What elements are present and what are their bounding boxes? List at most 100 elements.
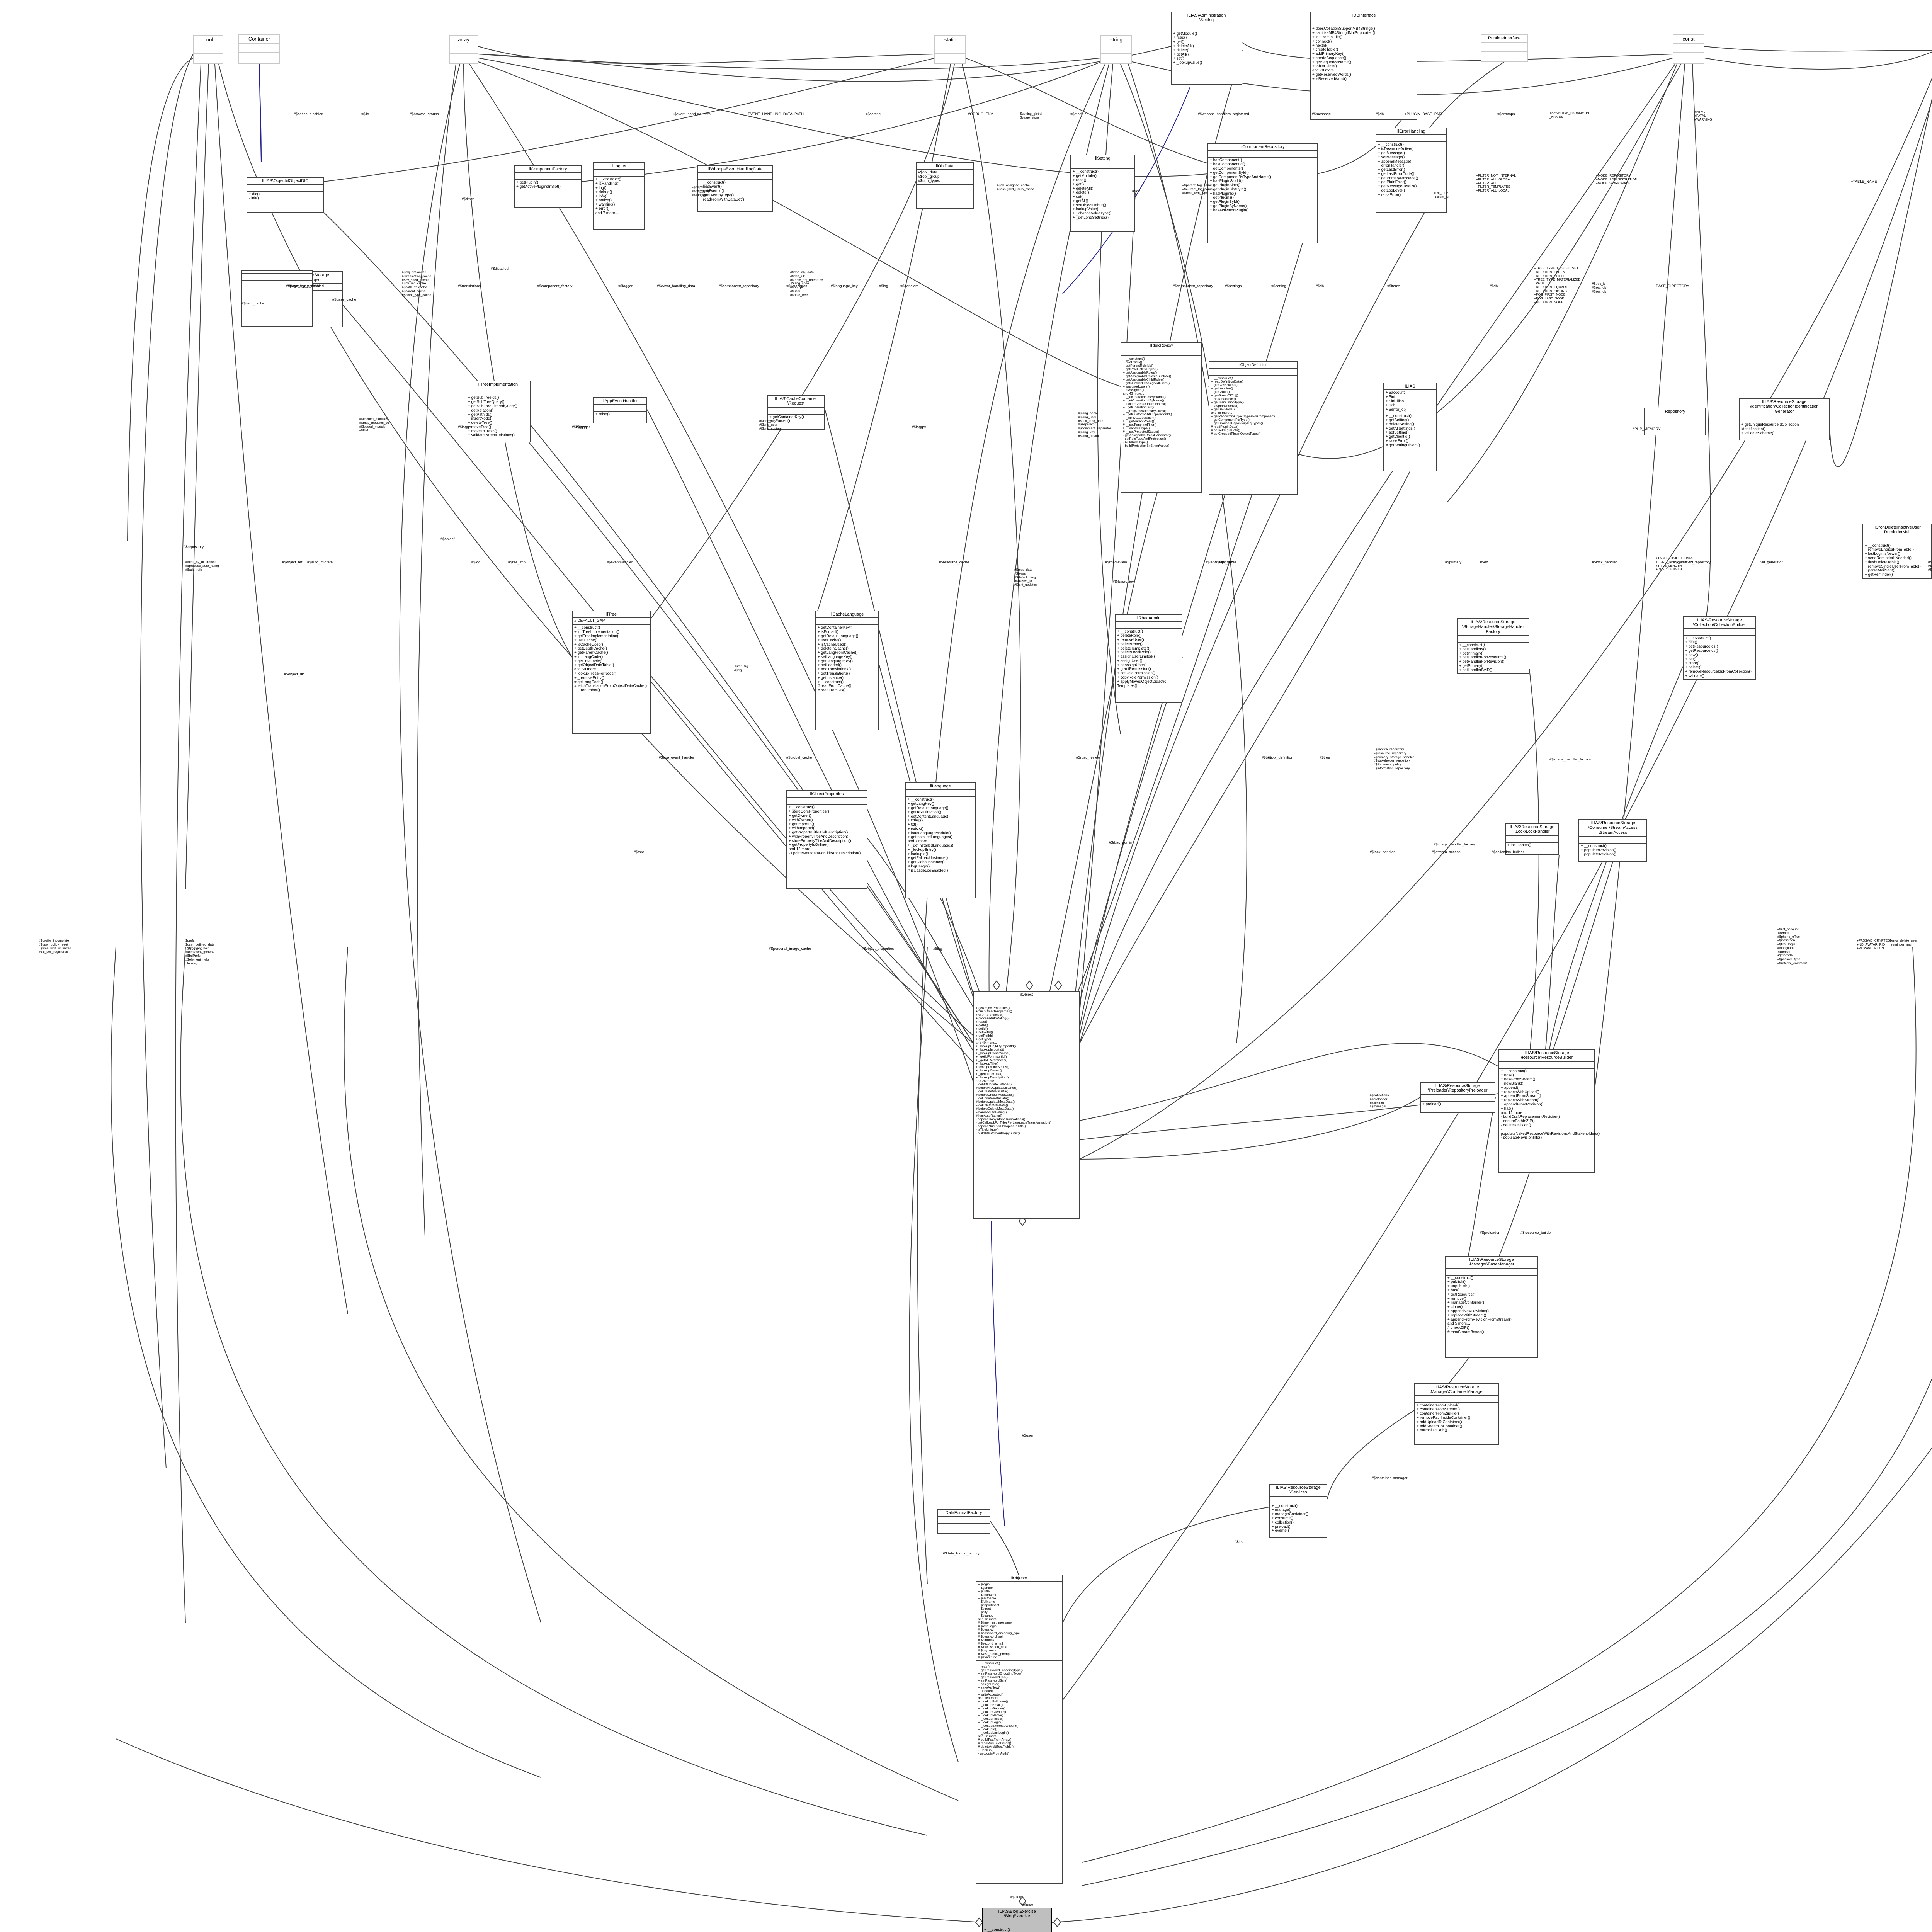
edge-label: #$items [1387, 284, 1400, 288]
class-node[interactable]: ilComponentFactory+ getPlugin()+ getActi… [514, 165, 582, 208]
class-title: ILIAS [1405, 384, 1415, 389]
edge-label: +PLUGIN_BASE_PATH [1405, 112, 1444, 116]
operation-row: + getSubTreeQuery() [468, 400, 505, 405]
edge-label: #$cache_disabled [294, 112, 323, 116]
class-node[interactable] [242, 270, 313, 327]
operation-row: + storePropertyTitleAndDescription() [789, 838, 851, 843]
attribute-row: # $inactivation_date [978, 1645, 1007, 1649]
class-node-primitive[interactable]: Container [238, 34, 280, 64]
class-node[interactable]: ilTreeImplementation+ getSubTreeIds()+ g… [466, 381, 531, 442]
operation-row: # readFromCache() [818, 684, 852, 689]
operation-row: + addStreamToContainer() [1417, 1424, 1463, 1429]
class-node-primitive[interactable]: bool [193, 35, 223, 64]
operation-row: + collection() [1272, 1520, 1294, 1525]
operation-row: + appendFromRevisionFromStream() [1447, 1317, 1512, 1322]
attributes-compartment [906, 789, 975, 796]
operations-compartment: + __construct()+ getSetting()+ deleteSet… [1384, 413, 1436, 448]
operation-row: + __construct() [1272, 1503, 1298, 1508]
class-title: ilSetting [1095, 156, 1111, 161]
edge-label: #$language_key [831, 284, 858, 288]
class-node[interactable]: ilLanguage+ __construct()+ getLangKey()+… [905, 782, 976, 898]
class-node-primitive[interactable]: const [1673, 34, 1704, 64]
edge-label: $id_generator [1760, 560, 1783, 565]
attribute-row: + $db [1386, 403, 1396, 408]
class-node-primitive[interactable]: RuntimeInterface [1481, 34, 1528, 62]
operation-row: + setObjectDebug() [1073, 203, 1106, 207]
class-node[interactable]: ILIAS\Object\ilObjectDIC+ dic()- init() [247, 177, 324, 213]
class-node[interactable]: ilErrorHandling+ __construct()+ isDevmod… [1376, 128, 1447, 213]
class-node[interactable]: ilComponentRepository+ hasComponent()+ h… [1208, 143, 1318, 243]
operation-row: + errorHandler() [1378, 163, 1406, 168]
class-node[interactable]: ILIAS\ResourceStorage\Manager\BaseManage… [1445, 1256, 1538, 1358]
class-node[interactable]: ILIAS\ResourceStorage\Identification\Col… [1739, 398, 1830, 440]
class-node[interactable]: ILIAS\ResourceStorage\Consumer\StreamAcc… [1578, 819, 1647, 862]
class-title: array [458, 37, 469, 43]
operations-compartment [938, 1523, 990, 1529]
class-node[interactable]: ILIAS\ResourceStorage\StorageHandler\Sto… [1457, 618, 1529, 674]
class-node[interactable]: ILIAS\ResourceStorage\Preloader\Reposito… [1420, 1082, 1495, 1113]
class-node[interactable]: ILIAS+ $account+ $ini+ $ini_ilias+ $db+ … [1383, 383, 1437, 471]
operation-row: # beforeDeleteMetaData() [976, 1107, 1014, 1111]
operation-row: + __construct() [1123, 357, 1145, 361]
operation-row: + getInstalledLanguages() [908, 835, 952, 840]
operation-row: - buildRoleType() [1123, 440, 1148, 444]
class-node[interactable]: Repository [1644, 408, 1706, 435]
operations-compartment: + __construct()+ new()+ newFromStream()+… [1499, 1068, 1600, 1141]
class-title: ILIAS\ResourceStorage\StorageHandler\Sto… [1462, 620, 1524, 634]
attributes-compartment: # DEFAULT_GAP [573, 617, 650, 624]
attributes-compartment [1415, 1395, 1498, 1402]
operation-row: + get() [1685, 657, 1697, 662]
class-node[interactable]: ilTree# DEFAULT_GAP+ __construct()+ init… [572, 611, 651, 734]
attributes-compartment: #$obj_data#$obj_group#$sub_types [917, 169, 973, 184]
class-title: ilObjData [936, 164, 954, 168]
class-node[interactable]: ilObjData#$obj_data#$obj_group#$sub_type… [916, 162, 974, 209]
operation-row: + doesCollationSupportMB4Strings() [1312, 27, 1375, 31]
edge-label: #$objdef [440, 537, 455, 541]
operation-row: + grantPermission() [1117, 667, 1151, 672]
class-node[interactable]: ilObjectProperties+ __construct()+ store… [786, 790, 867, 889]
class-node[interactable]: ilObjectDefinition+ __construct()+ readD… [1209, 361, 1298, 495]
class-node[interactable]: ilSetting+ __construct()+ getModule()+ r… [1070, 155, 1135, 232]
class-node[interactable]: DataFormatFactory [937, 1509, 990, 1534]
edge-label: #$log [879, 284, 888, 288]
edge-label: #$rbac_review [1076, 755, 1100, 760]
operation-row: and 43 more... [1123, 391, 1144, 396]
edge-label: #$settings [1225, 284, 1242, 288]
class-node[interactable]: ilRbacAdmin+ __construct()+ deleteRole()… [1115, 614, 1182, 703]
class-node[interactable]: ilLogger+ __construct()+ isHandling()+ l… [593, 162, 645, 230]
edge-label: #$module [1070, 112, 1087, 116]
attributes-compartment [787, 797, 867, 804]
class-node[interactable]: ilRbacReview+ __construct()+ roleExists(… [1121, 342, 1202, 493]
edge-label: #$db [1480, 560, 1488, 565]
class-node[interactable]: ILIAS\ResourceStorage\Collection\Collect… [1683, 616, 1756, 680]
class-node[interactable]: ilWhoopsEventHandlingData+ __construct()… [697, 165, 773, 212]
operation-row: + _lookupDescription() [976, 1075, 1009, 1080]
edge-label: #$app_event_handler [659, 755, 694, 760]
edge-label: #$coll_by_difference#$process_auto_ratin… [185, 560, 219, 571]
class-node[interactable]: ilCacheLanguage+ getContainerKey()+ isFo… [815, 611, 879, 730]
class-node[interactable]: ILIAS\Blog\Exercise\BlogExercise+ __cons… [982, 1908, 1052, 1932]
class-node[interactable]: ilObject+ getObjectProperties()+ flushOb… [973, 991, 1080, 1219]
class-node-primitive[interactable]: static [934, 35, 966, 64]
operation-row: + __construct() [1581, 844, 1607, 848]
edge-label: #$timezones [786, 284, 807, 288]
class-node[interactable]: ilDBInterface+ doesCollationSupportMB4St… [1310, 12, 1417, 120]
class-node[interactable]: ilObjUser+ $login+ $gender+ $utitle+ $fi… [976, 1575, 1063, 1884]
class-node-primitive[interactable]: string [1100, 35, 1132, 64]
class-node-primitive[interactable]: array [449, 35, 478, 64]
class-node[interactable]: ILIAS\ResourceStorage\Resource\ResourceB… [1498, 1049, 1600, 1173]
class-node[interactable]: ILIAS\ResourceStorage\Services+ __constr… [1269, 1484, 1327, 1538]
operation-row: + useCache() [818, 638, 841, 643]
operation-row: + hasEvent() [700, 185, 722, 189]
attributes-compartment [1645, 415, 1705, 422]
class-node[interactable]: ILIAS\ResourceStorage\Lock\LockHandler+ … [1505, 823, 1559, 855]
class-node[interactable]: ILIAS\CacheContainer\Request+ getContain… [767, 395, 825, 430]
operation-row: + containerFromUpload() [1417, 1403, 1460, 1408]
class-node[interactable]: ILIAS\ResourceStorage\Manager\ContainerM… [1414, 1383, 1499, 1445]
class-node[interactable]: ILIAS\Administration\Setting+ getModule(… [1171, 12, 1242, 85]
edge-label: #$lock_handler [1592, 560, 1617, 565]
class-node[interactable]: ilAppEventHandler+ raise() [593, 397, 647, 423]
attributes-compartment [466, 388, 530, 395]
attribute-row: # $second_email [978, 1641, 1003, 1646]
